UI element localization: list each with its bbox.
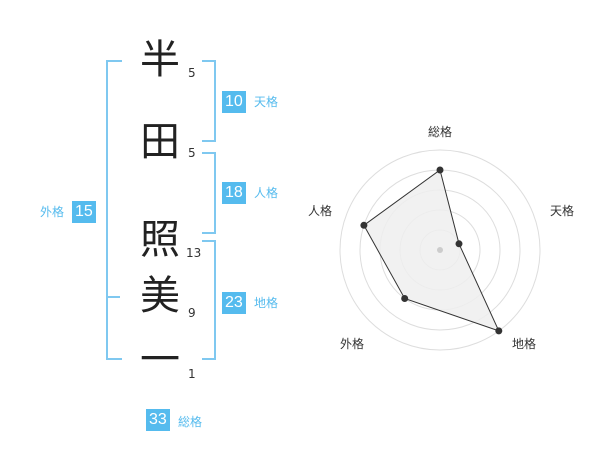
gaikaku-bracket (106, 60, 122, 360)
stroke-count-4: 9 (188, 306, 196, 320)
gaikaku-label: 外格 (40, 205, 65, 219)
radar-point-4 (360, 221, 368, 229)
name-kanji-5: 一 (140, 337, 180, 383)
name-kanji-2: 田 (140, 119, 180, 165)
stroke-count-1: 5 (188, 66, 196, 80)
gaikaku-bracket-divider (106, 296, 120, 298)
name-kanji-1: 半 (140, 37, 180, 83)
radar-axis-label-jinkaku: 人格 (308, 204, 333, 218)
tenkaku-value-badge: 10 (222, 91, 246, 113)
stroke-count-3: 13 (186, 246, 202, 260)
radar-point-3 (401, 295, 409, 302)
stroke-count-2: 5 (188, 146, 196, 160)
radar-axis-label-chikaku: 地格 (512, 337, 537, 351)
jinkaku-label: 人格 (254, 186, 279, 200)
tenkaku-bracket (202, 60, 216, 142)
chikaku-bracket (202, 240, 216, 360)
jinkaku-bracket (202, 152, 216, 234)
chikaku-value-badge: 23 (222, 292, 246, 314)
radar-center-dot (437, 247, 443, 253)
radar-score-polygon (363, 169, 500, 332)
radar-grid-ring (339, 149, 541, 351)
name-kanji-4: 美 (140, 273, 180, 319)
soukaku-label: 総格 (178, 415, 203, 429)
soukaku-value-badge: 33 (146, 409, 170, 431)
radar-point-0 (436, 166, 444, 174)
radar-axis-label-soukaku: 総格 (428, 125, 453, 139)
gaikaku-value-badge: 15 (72, 201, 96, 223)
radar-axis-label-gaikaku: 外格 (340, 337, 365, 351)
chikaku-label: 地格 (254, 296, 279, 310)
name-kanji-3: 照 (140, 217, 180, 263)
jinkaku-value-badge: 18 (222, 182, 246, 204)
tenkaku-label: 天格 (254, 95, 279, 109)
radar-point-2 (495, 327, 503, 335)
radar-point-1 (455, 240, 463, 248)
radar-axis-label-tenkaku: 天格 (550, 204, 575, 218)
stroke-count-5: 1 (188, 367, 196, 381)
